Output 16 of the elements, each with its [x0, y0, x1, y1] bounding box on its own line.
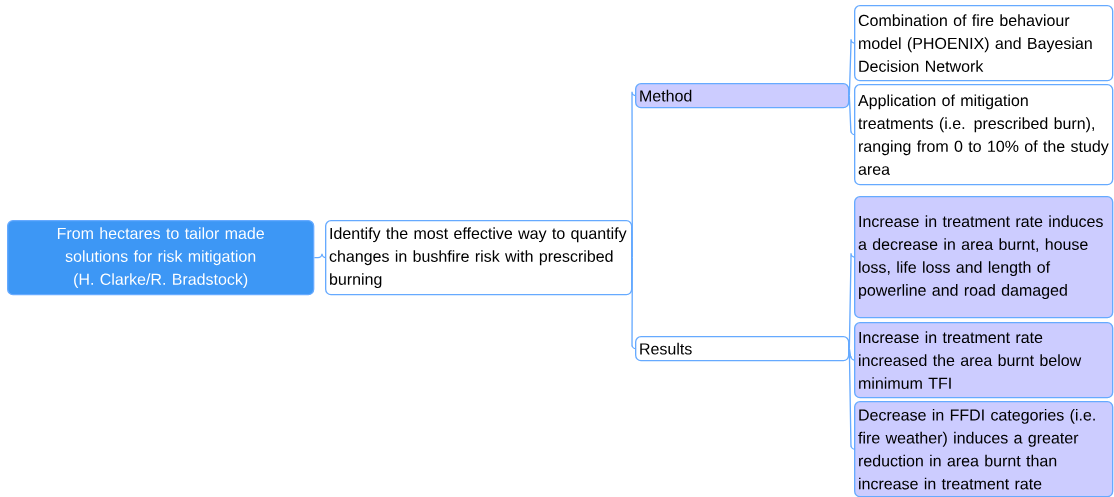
connector: [313, 253, 327, 259]
leaf-box: Decrease in FFDI categories (i.e. fire weather) induces a greater reduction in area burnt than increase in treatment rate: [854, 401, 1114, 497]
connector: [848, 348, 856, 450]
topic-box: Identify the most effective way to quantify changes in bushfire risk with prescribed burning: [325, 220, 633, 296]
topic-box: From hectares to tailor made solutions for risk mitigation (H. Clarke/R. Bradstock): [7, 220, 315, 296]
leaf-box: Increase in treatment rate increased the area burnt below minimum TFI: [854, 322, 1114, 399]
connector: [631, 257, 637, 350]
connector: [848, 252, 856, 350]
branch-box: Method: [635, 83, 850, 109]
branch-box: Results: [635, 336, 850, 362]
connector: [848, 38, 856, 97]
leaf-box: Combination of fire behaviour model (PHOENIX) and Bayesian Decision Network: [854, 5, 1114, 82]
connector: [631, 91, 637, 259]
leaf-box: Increase in treatment rate induces a decrease in area burnt, house loss, life loss and length of powerline and road damaged: [854, 196, 1114, 319]
leaf-box: Application of mitigation treatments (i.e. prescribed burn), ranging from 0 to 10% of the study area: [854, 84, 1114, 186]
connector: [848, 95, 856, 136]
